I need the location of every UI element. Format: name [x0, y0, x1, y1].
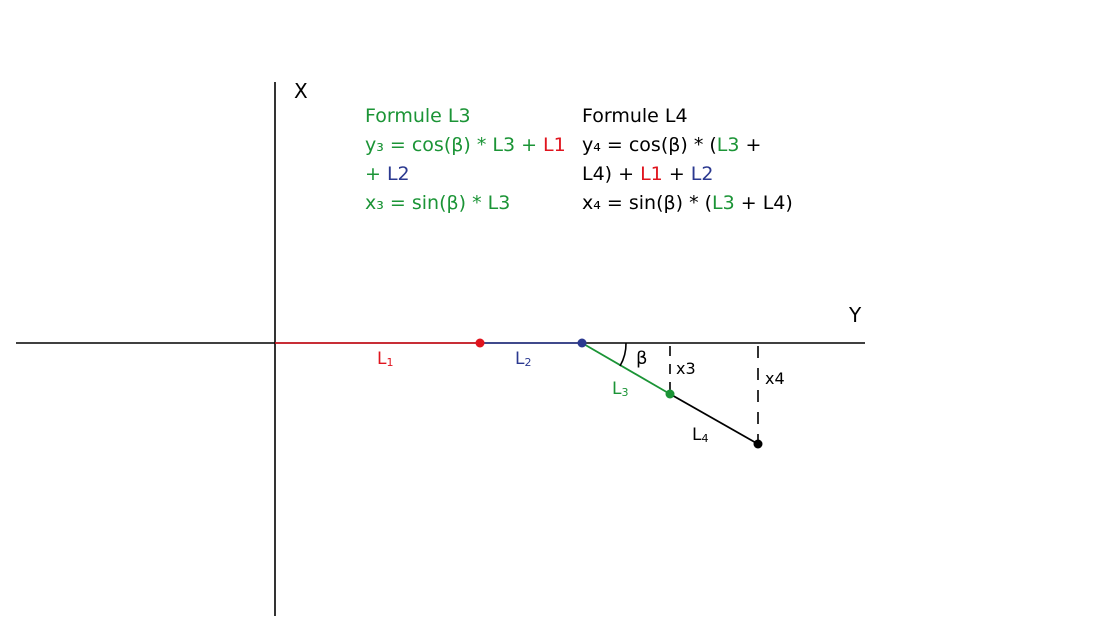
segment-label-l1: L1 [377, 349, 393, 369]
axis-label-x: X [294, 79, 308, 103]
offset-label-x4: x4 [765, 369, 785, 388]
formula-l3-line-3: x₃ = sin(β) * L3 [365, 192, 511, 214]
formula-l4-line-1: y₄ = cos(β) * (L3 + [582, 134, 762, 156]
formula-l4-title: Formule L4 [582, 105, 688, 127]
axis-label-y: Y [848, 303, 862, 327]
joint-point-l4-end [753, 439, 763, 449]
segment-label-l3: L3 [612, 379, 628, 399]
formula-block-l3: Formule L3 y₃ = cos(β) * L3 + L1 + L2 x₃… [365, 102, 566, 218]
joint-point-l3-end [665, 389, 675, 399]
formula-l3-line-2: + L2 [365, 163, 410, 185]
segment-label-l4: L4 [692, 425, 708, 445]
joint-point-l1-end [475, 338, 485, 348]
formula-block-l4: Formule L4 y₄ = cos(β) * (L3 + L4) + L1 … [582, 102, 793, 218]
segment-l3 [581, 342, 671, 395]
angle-label-beta: β [636, 348, 648, 369]
segment-label-l2: L2 [515, 349, 531, 369]
joint-point-l2-end [577, 338, 587, 348]
formula-l4-line-2: L4) + L1 + L2 [582, 163, 714, 185]
segment-l4 [669, 393, 759, 445]
formula-l3-title: Formule L3 [365, 105, 471, 127]
offset-label-x3: x3 [676, 359, 696, 378]
angle-beta-arc [619, 342, 627, 367]
formula-l4-line-3: x₄ = sin(β) * (L3 + L4) [582, 192, 793, 214]
formula-l3-line-1: y₃ = cos(β) * L3 + L1 [365, 134, 566, 156]
